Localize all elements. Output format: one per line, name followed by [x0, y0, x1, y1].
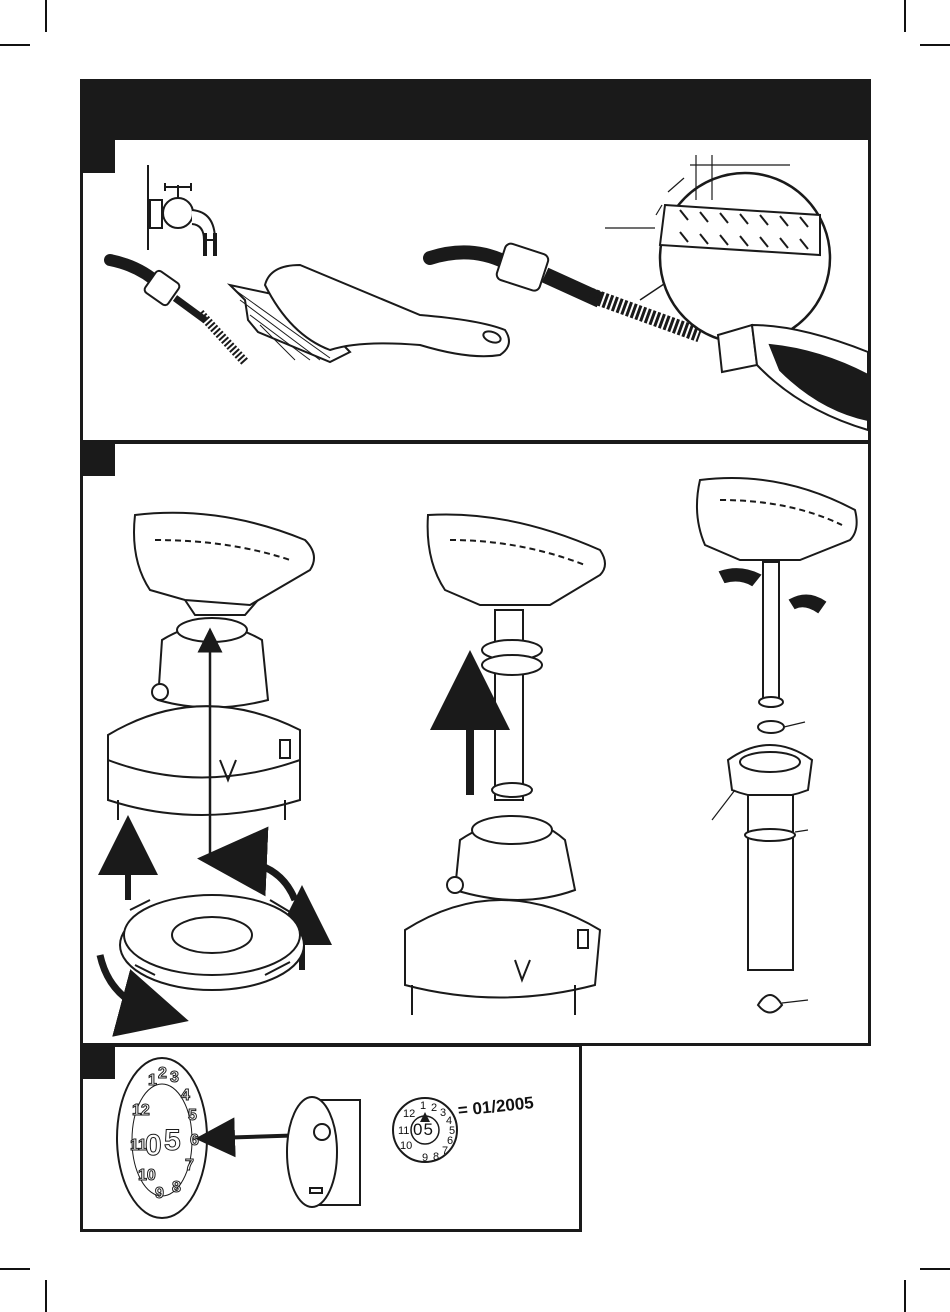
dial-number-7: 7 [442, 1145, 448, 1157]
dial-number-2: 2 [431, 1102, 437, 1114]
dial-number-12: 12 [403, 1108, 415, 1120]
dial-number-1: 1 [420, 1100, 426, 1112]
hose-left [110, 260, 245, 362]
svg-text:12: 12 [132, 1102, 150, 1119]
tap-icon [148, 165, 215, 256]
dial-number-9: 9 [422, 1152, 428, 1164]
svg-text:9: 9 [155, 1185, 164, 1202]
svg-text:10: 10 [138, 1167, 156, 1184]
svg-text:6: 6 [190, 1132, 199, 1149]
rotate-arrow-top [232, 860, 295, 900]
svg-text:0: 0 [145, 1129, 162, 1162]
pump-parts-exploded [697, 478, 857, 1013]
pump-assembly-middle [405, 514, 605, 1015]
brush-icon [230, 265, 509, 362]
svg-text:7: 7 [185, 1157, 194, 1174]
svg-text:3: 3 [170, 1069, 179, 1086]
spray-gun-handle [718, 325, 868, 430]
svg-text:8: 8 [172, 1179, 181, 1196]
tank-bottom [287, 1097, 360, 1207]
svg-text:5: 5 [188, 1107, 197, 1124]
dial-number-8: 8 [433, 1151, 439, 1163]
lock-ring [120, 895, 304, 990]
dial-number-11: 11 [398, 1125, 409, 1137]
dial-number-10: 10 [400, 1140, 412, 1152]
svg-text:2: 2 [158, 1065, 167, 1082]
svg-text:4: 4 [181, 1087, 190, 1104]
dial-center-value: 05 [413, 1120, 434, 1140]
svg-text:5: 5 [164, 1124, 181, 1157]
svg-text:1: 1 [148, 1072, 157, 1089]
